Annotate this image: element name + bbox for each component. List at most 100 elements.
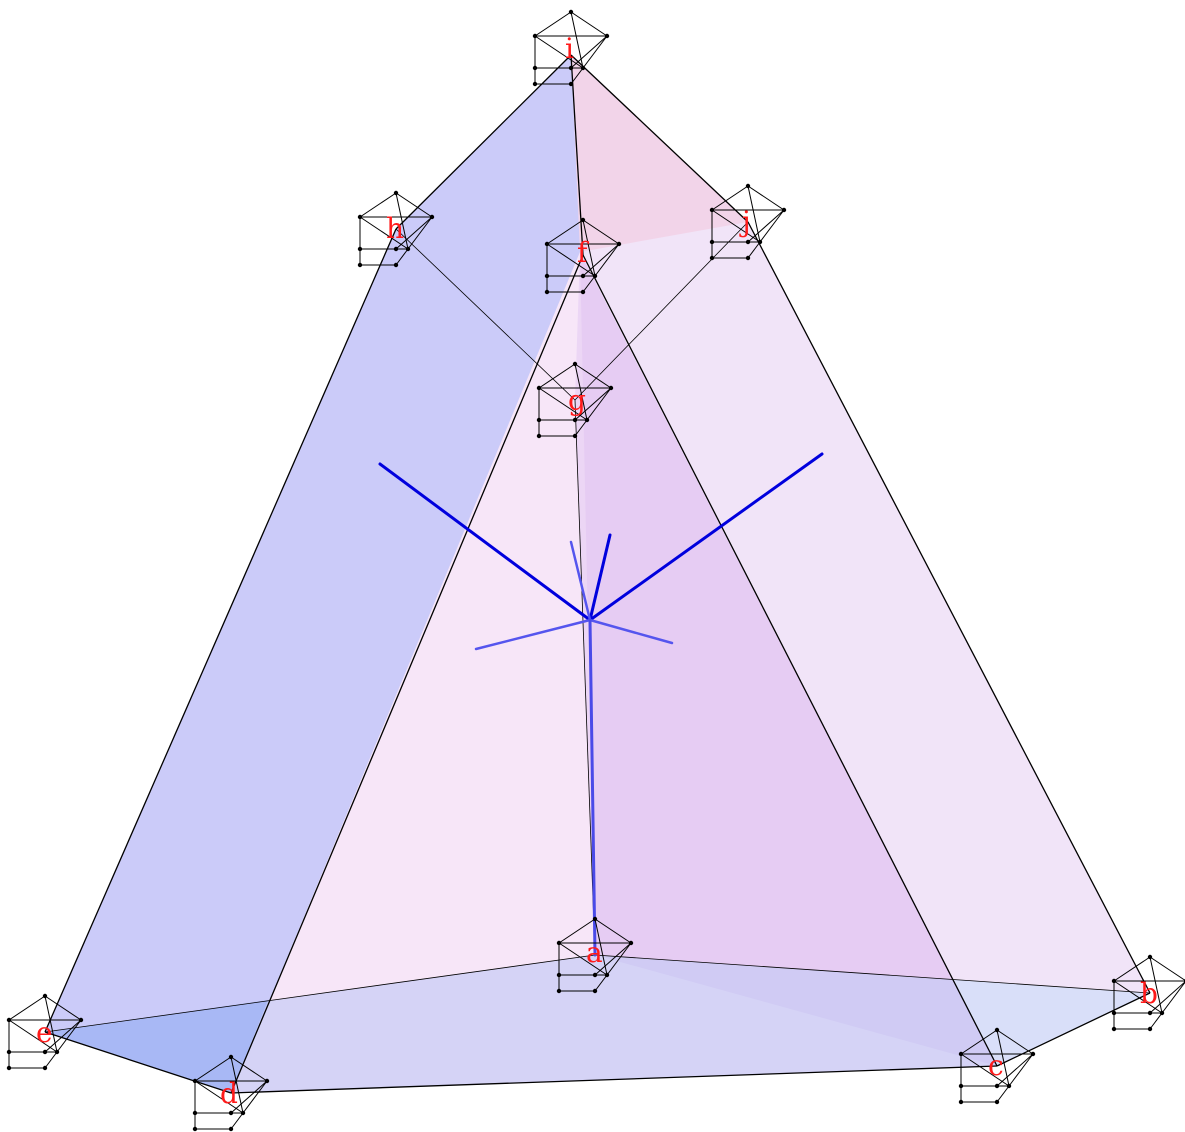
cube-edge bbox=[570, 11, 608, 37]
axis-left bbox=[474, 618, 592, 651]
cube-edge bbox=[960, 1053, 1010, 1087]
cube-edge bbox=[1113, 956, 1151, 982]
cube-edge bbox=[359, 192, 397, 218]
cube-edge bbox=[407, 216, 433, 250]
cube-vertex-dot bbox=[958, 1083, 964, 1089]
cube-vertex-dot bbox=[42, 993, 48, 999]
cube-vertex-dot bbox=[1111, 978, 1117, 984]
cube-edge bbox=[1149, 981, 1185, 1014]
cube-edge bbox=[570, 67, 584, 85]
vertex-cube-c bbox=[958, 1027, 1036, 1105]
cube-vertex-dot bbox=[536, 417, 542, 423]
cube-vertex-dot bbox=[572, 417, 578, 423]
cube-edge bbox=[711, 209, 761, 243]
cube-vertex-dot bbox=[1147, 1026, 1153, 1032]
edge-d-c bbox=[230, 1065, 998, 1094]
face-back-right bbox=[571, 55, 1150, 993]
cube-vertex-dot bbox=[628, 940, 634, 946]
cube-edge bbox=[1113, 980, 1163, 1014]
axes bbox=[378, 452, 824, 957]
cube-vertex-dot bbox=[532, 33, 538, 39]
cube-edge bbox=[558, 918, 596, 944]
cube-vertex-dot bbox=[994, 1027, 1000, 1033]
cube-edge bbox=[594, 243, 620, 277]
cube-vertex-dot bbox=[781, 207, 787, 213]
axis-down bbox=[588, 618, 597, 957]
cube-vertex-dot bbox=[228, 1054, 234, 1060]
label-c: c bbox=[988, 1049, 1004, 1082]
edge-f-c bbox=[582, 254, 998, 1067]
edge-h-e bbox=[44, 228, 397, 1033]
cube-vertex-dot bbox=[192, 1126, 198, 1132]
edge-h-g bbox=[395, 228, 576, 401]
cube-edge bbox=[1008, 1053, 1034, 1087]
cube-vertex-dot bbox=[580, 289, 586, 295]
cube-vertex-dot bbox=[584, 417, 590, 423]
cube-edge bbox=[574, 387, 612, 421]
face-front bbox=[231, 252, 997, 1093]
cube-edge bbox=[194, 1080, 244, 1114]
cube-vertex-dot bbox=[1147, 954, 1153, 960]
cube-edge bbox=[1149, 1012, 1163, 1030]
cube-vertex-dot bbox=[6, 1049, 12, 1055]
cube-vertex-dot bbox=[958, 1051, 964, 1057]
vertex-cube-g bbox=[536, 361, 614, 439]
cube-vertex-dot bbox=[709, 207, 715, 213]
cube-edge bbox=[570, 35, 608, 69]
vertex-cube-e bbox=[6, 993, 84, 1071]
cube-edge bbox=[996, 1085, 1010, 1103]
cube-vertex-dot bbox=[228, 1126, 234, 1132]
cube-edge bbox=[747, 209, 785, 243]
cube-vertex-dot bbox=[536, 433, 542, 439]
axis-up-back bbox=[569, 540, 592, 622]
label-g: g bbox=[568, 384, 586, 417]
cube-edge bbox=[395, 192, 433, 218]
cube-edge bbox=[538, 363, 576, 389]
cube-vertex-dot bbox=[393, 190, 399, 196]
cube-vertex-dot bbox=[556, 972, 562, 978]
cube-vertex-dot bbox=[556, 940, 562, 946]
cube-edge bbox=[230, 1112, 244, 1130]
face-base bbox=[45, 955, 1150, 1093]
cube-vertex-dot bbox=[429, 214, 435, 220]
cube-vertex-dot bbox=[357, 262, 363, 268]
cube-edge bbox=[534, 11, 572, 37]
axis-right bbox=[588, 618, 674, 645]
cube-edge bbox=[8, 995, 46, 1021]
vertex-cube-h bbox=[357, 190, 435, 268]
cube-edge bbox=[574, 419, 588, 437]
cube-vertex-dot bbox=[1147, 1010, 1153, 1016]
cube-edge bbox=[1149, 956, 1185, 981]
cube-vertex-dot bbox=[405, 246, 411, 252]
faces bbox=[45, 55, 1150, 1093]
cube-edge bbox=[711, 185, 749, 211]
cube-vertex-dot bbox=[572, 361, 578, 367]
cube-vertex-dot bbox=[1111, 1010, 1117, 1016]
vertex-cube-d bbox=[192, 1054, 270, 1132]
cube-vertex-dot bbox=[1159, 1010, 1165, 1016]
cube-vertex-dot bbox=[544, 289, 550, 295]
edge-e-a bbox=[44, 954, 596, 1033]
cube-vertex-dot bbox=[536, 385, 542, 391]
cube-vertex-dot bbox=[592, 972, 598, 978]
cube-vertex-dot bbox=[393, 262, 399, 268]
cube-vertex-dot bbox=[532, 81, 538, 87]
edge-j-g bbox=[574, 221, 749, 401]
cube-vertex-dot bbox=[544, 241, 550, 247]
edge-j-b bbox=[747, 221, 1151, 994]
cube-vertex-dot bbox=[592, 273, 598, 279]
edge-e-d bbox=[44, 1031, 232, 1094]
face-back-top bbox=[571, 55, 748, 252]
cube-edge bbox=[582, 243, 620, 277]
cube-edge bbox=[538, 387, 588, 421]
cube-edge bbox=[546, 219, 584, 245]
axis-up-right bbox=[588, 452, 824, 622]
cube-edge bbox=[1161, 981, 1185, 1014]
cube-vertex-dot bbox=[592, 916, 598, 922]
cube-vertex-dot bbox=[240, 1110, 246, 1116]
cube-vertex-dot bbox=[745, 255, 751, 261]
cube-vertex-dot bbox=[1030, 1051, 1036, 1057]
edge-g-a bbox=[574, 399, 596, 956]
